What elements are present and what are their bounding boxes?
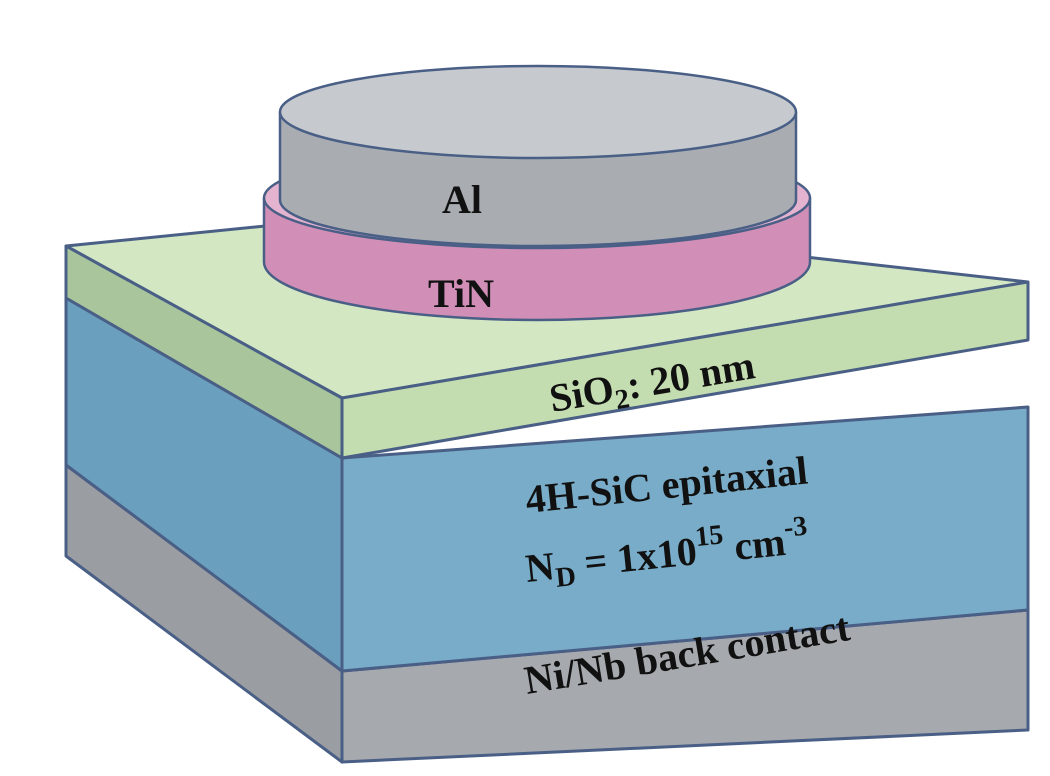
al-cylinder <box>278 64 798 248</box>
sio2-label-main: SiO <box>546 366 617 421</box>
back-contact-layer <box>64 463 1030 764</box>
sic-doping-unit-exponent: -3 <box>782 511 808 544</box>
sic-epitaxial-layer <box>64 296 1030 673</box>
al-label: Al <box>442 177 482 222</box>
sio2-left-face <box>64 244 344 460</box>
sic-doping-exponent: 15 <box>694 519 725 553</box>
sic-doping-n: N <box>523 543 557 591</box>
sic-doping-n-sub: D <box>554 561 577 594</box>
al-top-face <box>278 64 798 160</box>
tin-label: TiN <box>428 271 494 316</box>
sic-doping-unit: cm <box>722 519 787 570</box>
sio2-label-sub: 2 <box>613 383 632 416</box>
